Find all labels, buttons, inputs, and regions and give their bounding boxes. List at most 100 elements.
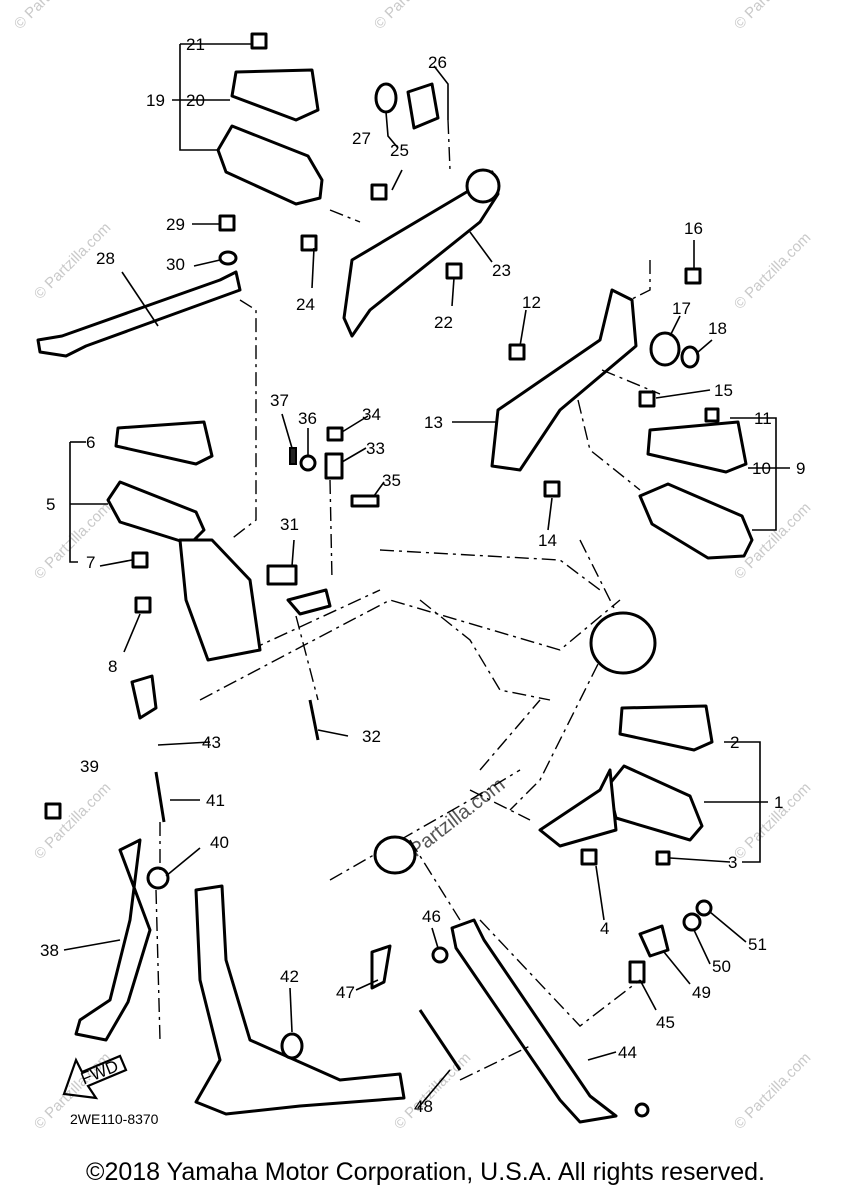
callout-36: 36 — [298, 409, 317, 428]
callout-6: 6 — [86, 433, 95, 452]
nut-3 — [655, 850, 671, 866]
watermark: © Partzilla.com — [731, 229, 814, 312]
leader-lines — [63, 43, 790, 1109]
callout-45: 45 — [656, 1013, 675, 1032]
copyright-notice: ©2018 Yamaha Motor Corporation, U.S.A. A… — [86, 1158, 765, 1186]
watermark: © Partzilla.com — [11, 0, 94, 33]
spring-41 — [154, 771, 166, 823]
bolt-35 — [350, 494, 380, 508]
callout-40: 40 — [210, 833, 229, 852]
sidestand-44 — [450, 918, 618, 1124]
fwd-label: FWD — [78, 1056, 121, 1088]
footrest-9 — [638, 482, 754, 560]
callout-9: 9 — [796, 459, 805, 478]
footrest-5 — [106, 480, 206, 546]
callout-28: 28 — [96, 249, 115, 268]
callout-14: 14 — [538, 531, 557, 550]
switch-45 — [628, 960, 646, 984]
parts — [36, 32, 754, 1124]
watermark: © Partzilla.com — [371, 0, 454, 33]
frame-outline — [199, 539, 657, 921]
collar-18 — [680, 345, 700, 369]
callout-42: 42 — [280, 967, 299, 986]
callout-44: 44 — [618, 1043, 637, 1062]
watermark: © Partzilla.com — [731, 0, 814, 33]
callout-18: 18 — [708, 319, 727, 338]
sidestand-bracket — [373, 835, 417, 875]
footrest-19 — [216, 124, 324, 206]
sidestand-tip — [634, 1102, 650, 1118]
callout-16: 16 — [684, 219, 703, 238]
nut-22 — [445, 262, 463, 280]
callout-50: 50 — [712, 957, 731, 976]
callout-41: 41 — [206, 791, 225, 810]
bushing-26 — [406, 82, 440, 130]
bolt-11 — [704, 407, 720, 423]
callout-labels: 1 2 3 4 5 6 7 8 9 10 11 12 13 14 15 16 1… — [40, 35, 805, 1127]
callout-32: 32 — [362, 727, 381, 746]
callout-29: 29 — [166, 215, 185, 234]
shift-pedal-28 — [36, 270, 242, 358]
callout-15: 15 — [714, 381, 733, 400]
plate-47 — [370, 944, 392, 990]
frame-pivot — [589, 611, 657, 675]
callout-19: 19 — [146, 91, 165, 110]
callout-1: 1 — [774, 793, 783, 812]
shift-arm — [286, 588, 332, 616]
callout-31: 31 — [280, 515, 299, 534]
callout-8: 8 — [108, 657, 117, 676]
callout-12: 12 — [522, 293, 541, 312]
callout-11: 11 — [754, 409, 772, 428]
callout-21: 21 — [186, 35, 205, 54]
plate-43 — [130, 674, 158, 720]
nut-7 — [131, 551, 149, 569]
footrest-rubber-20 — [230, 68, 320, 122]
bolt-16 — [684, 267, 702, 285]
callout-47: 47 — [336, 983, 355, 1002]
callout-30: 30 — [166, 255, 185, 274]
watermark: © Partzilla.com — [31, 499, 114, 582]
callout-24: 24 — [296, 295, 315, 314]
bolt-25 — [370, 183, 388, 201]
footrest-1 — [606, 764, 704, 842]
main-stand-38-b — [194, 884, 406, 1116]
callout-2: 2 — [730, 733, 739, 752]
footrest-bracket-right — [538, 768, 618, 848]
callout-10: 10 — [752, 459, 771, 478]
callout-34: 34 — [362, 405, 381, 424]
callout-17: 17 — [672, 299, 691, 318]
bushing-17 — [649, 331, 681, 367]
watermark: © Partzilla.com — [731, 779, 814, 862]
bracket-49 — [638, 924, 670, 958]
shaft-31 — [266, 564, 298, 586]
footrest-rubber-2 — [618, 704, 714, 752]
pin-37 — [289, 447, 297, 465]
callout-49: 49 — [692, 983, 711, 1002]
callout-4: 4 — [600, 919, 609, 938]
callout-27: 27 — [352, 129, 371, 148]
footrest-bracket — [178, 538, 262, 662]
callout-38: 38 — [40, 941, 59, 960]
stopper-42 — [280, 1032, 304, 1060]
bolt-8 — [134, 596, 152, 614]
callout-5: 5 — [46, 495, 55, 514]
footrest-rubber-6 — [114, 420, 214, 466]
callout-33: 33 — [366, 439, 385, 458]
watermark: © Partzilla.com — [31, 779, 114, 862]
bolt-4 — [580, 848, 598, 866]
bracket-pivot — [465, 168, 501, 204]
collar-27 — [374, 82, 398, 114]
nut-34 — [326, 426, 344, 442]
bolt-14 — [543, 480, 561, 498]
joint-33 — [324, 452, 344, 480]
nut-51 — [695, 899, 713, 917]
washer-36 — [299, 454, 317, 472]
callout-22: 22 — [434, 313, 453, 332]
nut-46 — [431, 946, 449, 964]
washer-50 — [682, 912, 702, 932]
diagram-code: 2WE110-8370 — [70, 1111, 159, 1127]
bolt-15 — [638, 390, 656, 408]
watermark: © Partzilla.com — [731, 1049, 814, 1132]
footrest-rubber-10 — [646, 420, 748, 474]
